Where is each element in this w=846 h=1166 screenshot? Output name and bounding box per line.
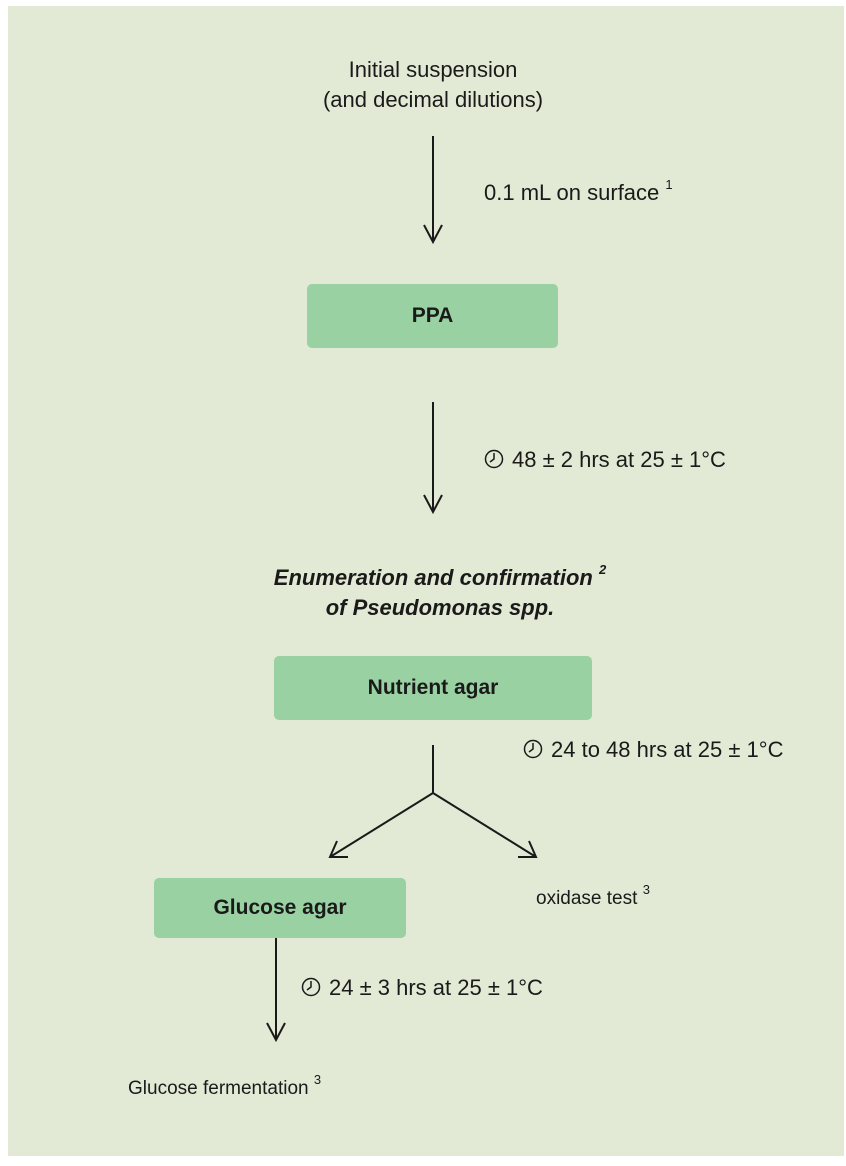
- enumeration-node: Enumeration and confirmation 2 of Pseudo…: [180, 563, 700, 623]
- nutrient-agar-label: Nutrient agar: [367, 676, 499, 699]
- clock-icon: [301, 975, 321, 997]
- glucose-agar-label: Glucose agar: [213, 896, 347, 919]
- glucose-agar-box: Glucose agar: [154, 878, 406, 938]
- enumeration-footnote: 2: [598, 561, 607, 577]
- arrow-4-head: [266, 1022, 286, 1043]
- split-right-head: [518, 840, 538, 858]
- arrow-1-head: [423, 224, 443, 245]
- edge-label-4: 24 ± 3 hrs at 25 ± 1°C: [301, 973, 543, 1003]
- glucose-fermentation-text: Glucose fermentation: [128, 1078, 309, 1099]
- enumeration-line-2: of Pseudomonas spp.: [325, 595, 555, 620]
- start-node: Initial suspension (and decimal dilution…: [250, 55, 616, 115]
- edge-label-3: 24 to 48 hrs at 25 ± 1°C: [523, 735, 783, 765]
- oxidase-test-text: oxidase test: [536, 888, 638, 909]
- clock-icon: [484, 447, 504, 469]
- oxidase-test-node: oxidase test 3: [536, 881, 650, 914]
- edge-label-2-text: 48 ± 2 hrs at 25 ± 1°C: [512, 447, 726, 472]
- arrow-2-head: [423, 494, 443, 515]
- split-left: [329, 792, 434, 858]
- clock-icon: [523, 737, 543, 759]
- ppa-box: PPA: [307, 284, 558, 348]
- start-line-1: Initial suspension: [348, 57, 518, 82]
- edge-label-1-text: 0.1 mL on surface: [484, 180, 660, 205]
- split-right: [432, 792, 537, 858]
- edge-label-4-text: 24 ± 3 hrs at 25 ± 1°C: [329, 975, 543, 1000]
- edge-label-1: 0.1 mL on surface 1: [484, 178, 673, 208]
- ppa-label: PPA: [411, 304, 454, 327]
- split-left-head: [328, 840, 348, 858]
- start-line-2: (and decimal dilutions): [322, 87, 544, 112]
- enumeration-line-1-text: Enumeration and confirmation: [273, 565, 593, 590]
- enumeration-line-1: Enumeration and confirmation 2: [180, 563, 700, 593]
- edge-label-1-footnote: 1: [665, 176, 673, 192]
- edge-label-3-text: 24 to 48 hrs at 25 ± 1°C: [551, 737, 784, 762]
- diagram-panel: [8, 6, 844, 1156]
- nutrient-agar-box: Nutrient agar: [274, 656, 592, 720]
- edge-label-2: 48 ± 2 hrs at 25 ± 1°C: [484, 445, 726, 475]
- glucose-fermentation-footnote: 3: [313, 1071, 322, 1087]
- oxidase-test-footnote: 3: [642, 881, 650, 897]
- glucose-fermentation-node: Glucose fermentation 3: [128, 1071, 322, 1104]
